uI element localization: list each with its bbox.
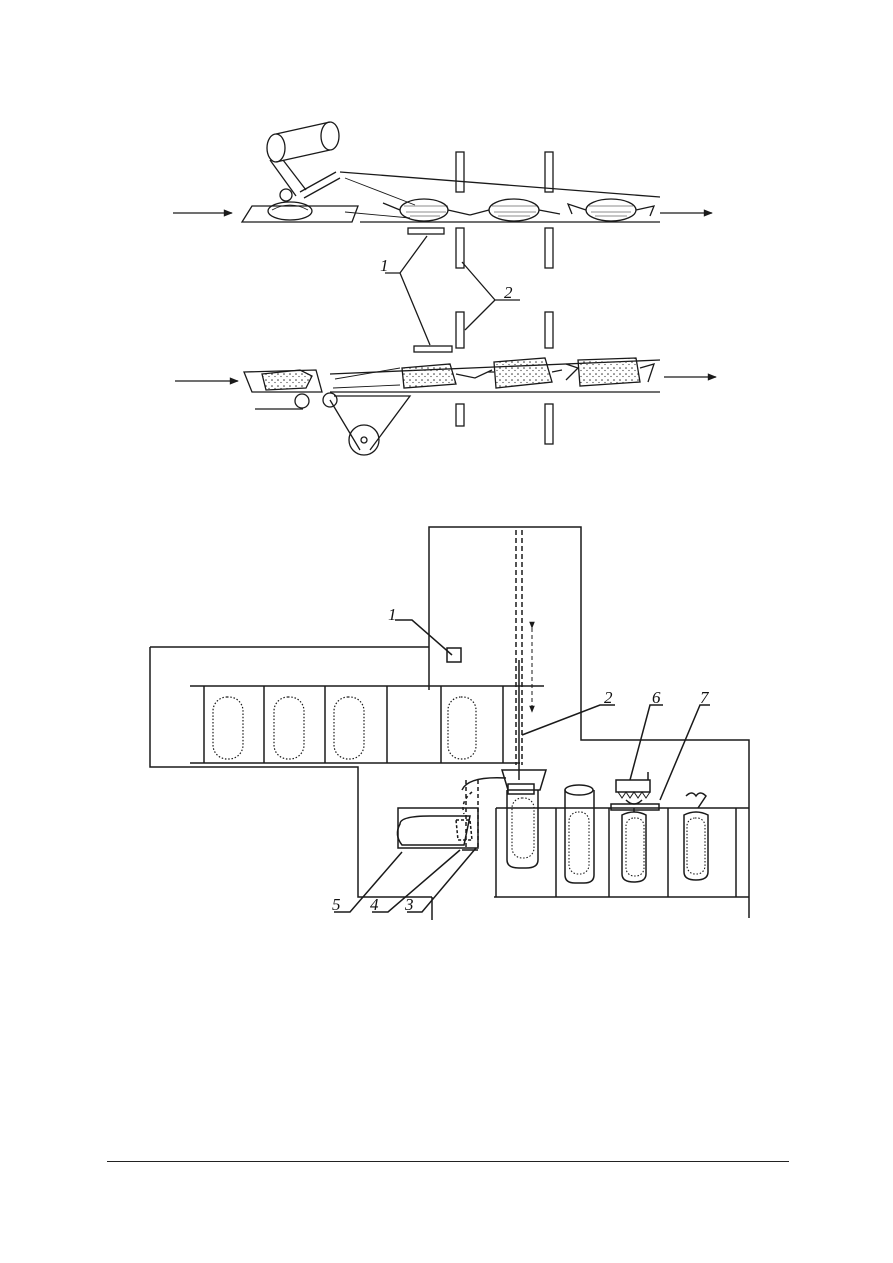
- flow-pack-2: [488, 357, 563, 389]
- leader-b7: [659, 704, 710, 801]
- lower-wrap-line: [175, 311, 717, 456]
- callout-b5: 5: [332, 895, 341, 914]
- pillow-pack-1: [382, 198, 471, 222]
- leader-2: [461, 261, 520, 331]
- machine-housing: [149, 526, 750, 918]
- flow-pack-3: [565, 357, 656, 387]
- pusher-rod: [515, 530, 535, 780]
- product-lower-raw: [261, 369, 313, 391]
- longitudinal-sealer-lower: [413, 345, 453, 353]
- seal-jaw-upper-b-bottom: [544, 227, 554, 269]
- sensor-1: [446, 647, 462, 663]
- leader-b2: [521, 704, 615, 736]
- callout-1: 1: [380, 256, 389, 275]
- leader-b4: [372, 849, 461, 913]
- bag-former: [396, 777, 507, 851]
- pillow-pack-2: [469, 198, 561, 222]
- leader-b5: [334, 851, 403, 913]
- seal-jaw-upper-a-top: [455, 151, 465, 193]
- seal-jaw-lower-b-top: [544, 311, 554, 349]
- callout-b2: 2: [604, 688, 613, 707]
- seal-jaw-lower-b-bottom: [544, 403, 554, 445]
- filling-station: [500, 769, 548, 869]
- seal-jaw-lower-a-bottom: [455, 403, 465, 427]
- sealer-6: [615, 772, 651, 799]
- sealed-bag-2: [683, 792, 709, 881]
- footer-rule: [107, 1161, 789, 1162]
- seal-jaw-lower-a-top: [455, 311, 465, 349]
- leader-b6: [629, 704, 663, 781]
- sealer-7: [610, 803, 660, 811]
- upper-wrap-line: [173, 121, 713, 269]
- open-bag: [564, 784, 595, 884]
- callout-b7: 7: [700, 688, 710, 707]
- flow-pack-1: [401, 363, 493, 389]
- callout-b6: 6: [652, 688, 661, 707]
- seal-jaw-upper-b-top: [544, 151, 554, 193]
- leader-1: [385, 235, 431, 346]
- feed-tray-upper: [240, 205, 359, 223]
- magazine-products: [212, 696, 477, 760]
- pillow-pack-3: [566, 198, 656, 222]
- callout-2: 2: [504, 283, 513, 302]
- callout-b3: 3: [404, 895, 414, 914]
- film-roll-upper: [266, 121, 341, 202]
- leader-b1: [395, 619, 453, 656]
- callout-b1: 1: [388, 605, 397, 624]
- magazine-dividers: [203, 686, 504, 763]
- sealed-bag-1: [621, 799, 647, 883]
- flow-wrap-diagram: 1 2: [173, 121, 717, 456]
- longitudinal-sealer-upper: [407, 227, 445, 235]
- film-roll-lower: [329, 395, 412, 456]
- output-bins: [495, 807, 749, 897]
- product-upper-raw: [267, 201, 313, 221]
- seal-jaw-upper-a-bottom: [455, 227, 465, 269]
- leader-b3: [407, 847, 477, 913]
- callout-b4: 4: [370, 895, 379, 914]
